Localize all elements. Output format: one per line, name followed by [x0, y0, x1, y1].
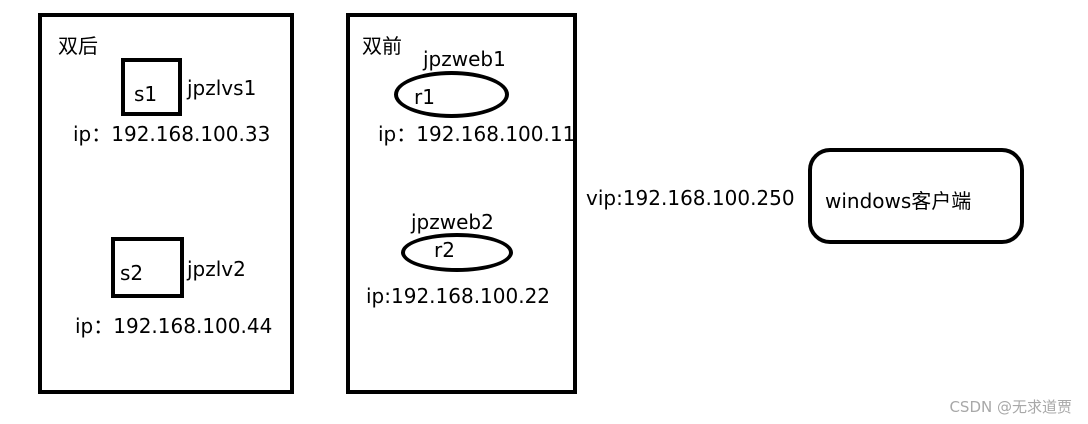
watermark: CSDN @无求道贾 [949, 398, 1072, 416]
backend-panel-title: 双后 [58, 34, 98, 58]
web-r2-label: r2 [434, 238, 455, 262]
server-s1-box [121, 58, 182, 116]
web-r1-label: r1 [414, 85, 435, 109]
web-r1-name: jpzweb1 [423, 47, 506, 71]
web-r2-ellipse [401, 233, 513, 272]
backend-panel [38, 13, 294, 394]
web-r2-ip: ip:192.168.100.22 [366, 284, 551, 308]
vip-label: vip:192.168.100.250 [586, 186, 795, 210]
server-s2-ip: ip：192.168.100.44 [75, 314, 273, 338]
web-r2-name: jpzweb2 [411, 210, 494, 234]
web-r1-ellipse [394, 71, 509, 118]
server-s2-box [111, 237, 184, 298]
web-r1-ip: ip：192.168.100.11 [378, 122, 576, 146]
server-s1-label: s1 [134, 82, 158, 106]
windows-client-box [808, 148, 1024, 244]
server-s1-name: jpzlvs1 [187, 76, 257, 100]
frontend-panel-title: 双前 [362, 34, 402, 58]
windows-client-label: windows客户端 [825, 189, 972, 213]
server-s2-label: s2 [120, 261, 144, 285]
server-s1-ip: ip：192.168.100.33 [73, 122, 271, 146]
server-s2-name: jpzlv2 [187, 257, 246, 281]
